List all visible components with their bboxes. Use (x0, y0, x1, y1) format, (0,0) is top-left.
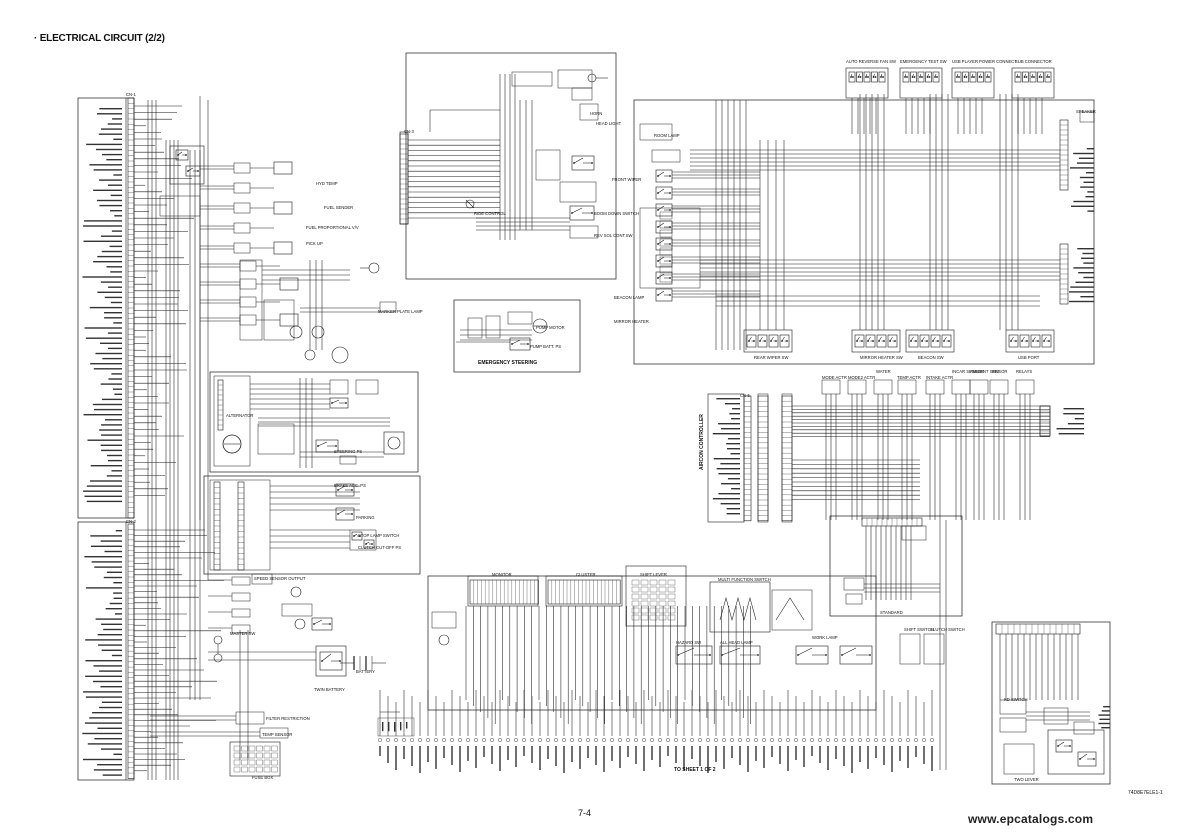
label-marker-plate-lamp: MARKER PLATE LAMP (378, 309, 423, 314)
label-connector-3: CN-3 (404, 129, 414, 134)
label-stop-lamp-switch: STOP LAMP SWITCH (358, 533, 400, 538)
label-twin-battery: TWIN BATTERY (314, 687, 345, 692)
label-speed-sensor-output: SPEED SENSOR OUTPUT (254, 576, 306, 581)
label-filter-restriction: FILTER RESTRICTION (266, 716, 310, 721)
label-boom-down-switch: BOOM DOWN SWITCH (594, 211, 639, 216)
label-ambient-sensor: AMBIENT SENSOR (970, 369, 1008, 374)
label-alternator: ALTERNATOR (226, 413, 254, 418)
label-fet: FET (992, 369, 1000, 374)
label-monitor: MONITOR (492, 572, 512, 577)
label-head-light: HEAD LIGHT (596, 121, 622, 126)
label-room-lamp: ROOM LAMP (654, 133, 680, 138)
label-work-lamp: WORK LAMP (812, 635, 838, 640)
label-multi-function-switch: MULTI FUNCTION SWITCH (718, 577, 771, 582)
label-parking: PARKING (356, 515, 375, 520)
label-steering-ps: STEERING PS (334, 449, 363, 454)
label-water: WATER (876, 369, 891, 374)
label-hyd-temp: HYD TEMP (316, 181, 338, 186)
label-horn: HORN (590, 111, 603, 116)
label-connector-5: CN-5 (740, 393, 750, 398)
label-cluster: CLUSTER (576, 572, 596, 577)
label-temp-sensor: TEMP SENSOR (262, 732, 293, 737)
label-emergency-steering: EMERGENCY STEERING (478, 360, 538, 366)
label-front-wiper: FRONT WIPER (612, 177, 642, 182)
page-title: · ELECTRICAL CIRCUIT (2/2) (34, 33, 165, 44)
label-connector-2: CN-2 (126, 519, 136, 524)
label-two-lever: TWO LEVER (1014, 777, 1039, 782)
label-aircon-controller: AIRCON CONTROLLER (699, 414, 705, 470)
label-intake-actr: INTAKE ACTR (926, 375, 954, 380)
label-incar-sensor: INCAR SENSOR (952, 369, 984, 374)
label-rear-wiper-sw: REAR WIPER SW (754, 355, 789, 360)
label-battery: BATTERY (356, 669, 375, 674)
label-pump-motor: PUMP MOTOR (536, 325, 565, 330)
label-emergency-pump: PUMP BATT. PS (530, 344, 562, 349)
watermark: www.epcatalogs.com (968, 812, 1094, 826)
label-shift-switch: SHIFT SWITCH (904, 627, 934, 632)
label-mode2-actr: MODE2 ACTR (848, 375, 876, 380)
label-usb-player-power: USB PLAYER POWER CONNECT (952, 59, 1017, 64)
label-fuel-sender: FUEL SENDER (324, 205, 354, 210)
label-relays: RELAYS (1016, 369, 1033, 374)
label-standard: STANDARD (880, 610, 903, 615)
label-clutch-cut-off: CLUTCH CUT-OFF PS (358, 545, 402, 550)
label-to-sheet: TO SHEET 1 OF 2 (674, 767, 716, 773)
label-usb-port: USB PORT (1018, 355, 1040, 360)
page-number: 7-4 (578, 808, 592, 818)
label-fuse-box: FUSE BOX (252, 775, 274, 780)
label-speaker: SPEAKER (1076, 109, 1096, 114)
drawing-code: 74D8E7ELE1-1 (1128, 790, 1163, 796)
label-brake-acc-ps: BRAKE ACC. PS (334, 483, 366, 488)
label-all-head-lamp: ALL HEAD LAMP (720, 640, 753, 645)
label-beacon-sw: BEACON SW (918, 355, 944, 360)
label-master-sw: MASTER SW (230, 631, 256, 636)
label-ride-control: RIDE CONTROL (474, 211, 506, 216)
label-mirror-heater-sw: MIRROR HEATER SW (860, 355, 903, 360)
label-mode-actr: MODE ACTR (822, 375, 847, 380)
label-fuel-proportional: FUEL PROPORTIONAL V/V (306, 225, 359, 230)
label-pick-up: PICK UP (306, 241, 323, 246)
label-sub-connector: SUB CONNECTOR (1015, 59, 1052, 64)
label-auto-reverse-fan-sw: AUTO REVERSE FAN SW (846, 59, 896, 64)
label-clutch-switch: CLUTCH SWITCH (930, 627, 965, 632)
label-emergency-test-sw: EMERGENCY TEST SW (900, 59, 947, 64)
label-beacon-lamp: BEACON LAMP (614, 295, 645, 300)
label-rev-sol-control: REV SOL CONT.SW (594, 233, 633, 238)
label-hazard-sw: HAZARD SW (676, 640, 702, 645)
label-shift-lever: SHIFT LEVER (640, 572, 667, 577)
label-kd-switch: KD SWITCH (1004, 697, 1028, 702)
label-mirror-heater: MIRROR HEATER (614, 319, 649, 324)
label-temp-actr: TEMP ACTR (897, 375, 921, 380)
label-connector-1: CN-1 (126, 92, 136, 97)
